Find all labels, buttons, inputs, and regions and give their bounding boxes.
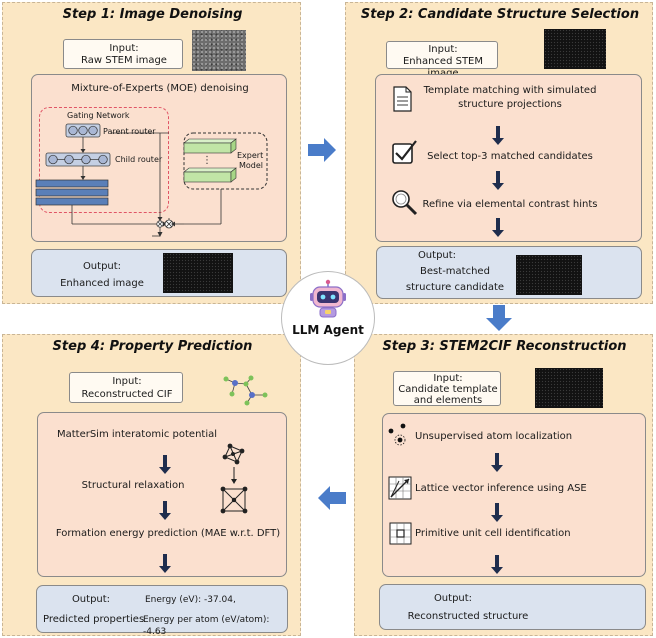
step2-item3: Refine via elemental contrast hints [422,199,598,210]
step1-output-value: Enhanced image [60,278,144,289]
step3-output-box: Output: Reconstructed structure [379,584,646,630]
expert-label-1: Expert [237,151,264,160]
step3-input-box: Input: Candidate template and elements [393,371,501,406]
moe-diagram: ⋮ [35,123,268,237]
step2-output-line2: structure candidate [405,282,505,293]
step1-input-label: Input: [109,43,139,54]
candidate-template-image [535,368,603,408]
step2-output-line1: Best-matched [420,266,490,277]
step3-input-line1: Candidate template [398,384,498,395]
step2-item1-line1: Template matching with simulated [423,85,597,96]
step3-item3: Primitive unit cell identification [415,528,571,539]
step3-output-label: Output: [433,593,473,604]
parent-router-label: Parent router [103,127,156,136]
step2-panel: Step 2: Candidate Structure Selection In… [345,2,653,304]
step2-title: Step 2: Candidate Structure Selection [360,7,640,22]
gating-network-box [39,107,169,213]
step2-item2: Select top-3 matched candidates [427,151,593,162]
energy-per-atom-value: Energy per atom (eV/atom): -4.63 [143,615,270,637]
enhanced-stem-image [544,29,606,69]
step1-input-value: Raw STEM image [81,55,167,66]
expert-label-2: Model [239,161,264,170]
step1-output-box: Output: Enhanced image [31,249,287,297]
step3-output-value: Reconstructed structure [407,611,529,622]
step2-output-label: Output: [417,250,457,261]
arrow-step3-to-step4 [318,486,346,510]
energy-value: Energy (eV): -37.04, [145,595,236,605]
step1-input-box: Input: Raw STEM image [63,39,183,69]
step4-process-box [37,412,287,577]
gating-network-label: Gating Network [67,111,130,120]
step3-item2: Lattice vector inference using ASE [415,483,587,494]
step1-output-label: Output: [82,261,122,272]
llm-agent-label: LLM Agent [292,323,364,337]
enhanced-image [163,253,233,293]
step3-panel: Step 3: STEM2CIF Reconstruction Input: C… [354,334,653,636]
step2-input-box: Input: Enhanced STEM image [386,41,498,79]
step3-input-label: Input: [433,373,463,384]
step4-input-value: Reconstructed CIF [81,389,173,400]
step2-process-box [375,74,642,242]
moe-title: Mixture-of-Experts (MOE) denoising [71,83,249,94]
step4-input-box: Input: Reconstructed CIF [69,372,183,403]
step4-input-label: Input: [112,376,142,387]
arrow-step1-to-step2 [308,138,336,162]
best-matched-image [516,255,582,295]
raw-stem-image [192,30,246,71]
step2-input-label: Input: [428,44,458,55]
step4-item2: Structural relaxation [81,480,185,491]
arrow-step2-to-step3 [486,305,512,331]
step4-title: Step 4: Property Prediction [52,339,253,354]
step1-panel: Step 1: Image Denoising Input: Raw STEM … [2,2,301,304]
step4-item3: Formation energy prediction (MAE w.r.t. … [55,528,281,539]
step3-input-line2: and elements [413,395,483,406]
step4-output-value: Predicted properties [43,614,145,625]
child-router-label: Child router [115,155,163,164]
step2-item1-line2: structure projections [458,99,562,110]
step4-output-label: Output: [71,594,111,605]
step4-item1: MatterSim interatomic potential [56,429,218,440]
step3-title: Step 3: STEM2CIF Reconstruction [382,339,627,354]
step3-process-box [382,413,646,577]
step4-output-box: Output: Predicted properties Energy (eV)… [36,585,288,637]
step2-output-box: Output: Best-matched structure candidate [376,246,642,299]
step4-panel: Step 4: Property Prediction Input: Recon… [2,334,301,637]
svg-text:⋮: ⋮ [202,155,212,166]
step2-input-value: Enhanced STEM image [402,56,484,79]
robot-icon [310,279,346,318]
step1-title: Step 1: Image Denoising [62,7,243,22]
step4-icons [159,375,268,573]
step2-icons [392,86,504,237]
step3-item1: Unsupervised atom localization [415,431,573,442]
